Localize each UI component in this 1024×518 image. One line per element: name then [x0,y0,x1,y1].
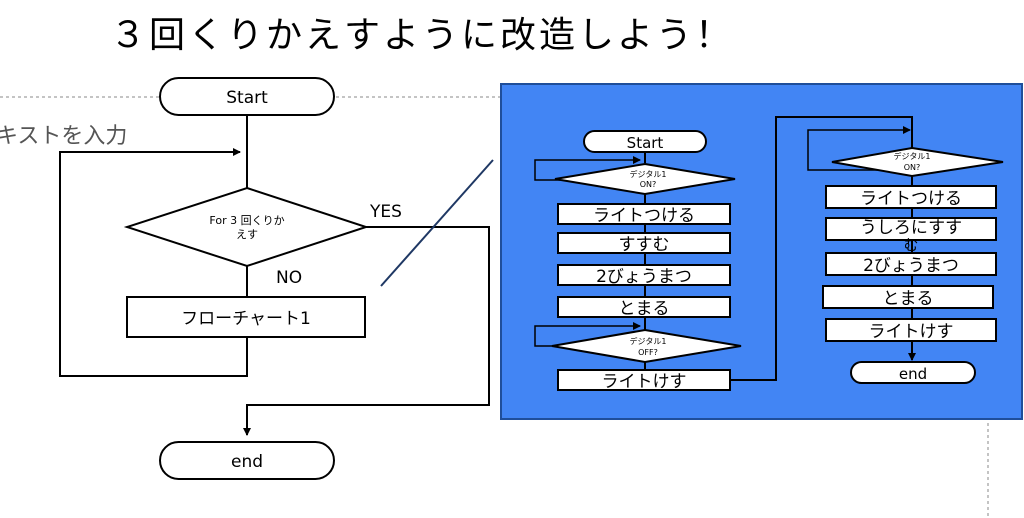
inset-col2-step-wait [825,252,997,276]
slide-title: ３回くりかえすように改造しよう！ [110,15,735,56]
inset-col2-step-light-on [825,185,997,209]
placeholder-text[interactable]: キストを入力 [0,124,128,149]
inset-panel: Start デジタル1 ON? ライトつける すすむ 2びょうまつ とまる デジ… [500,83,1023,420]
inset-col2-cond-line-1: デジタル1 [894,151,931,161]
inset-col2-end-label: end [899,365,927,383]
inset-col2-step-2-label: うしろにすす [860,218,962,238]
inset-col2-step-2-overflow: む [903,236,918,254]
end-label: end [231,452,263,472]
connector-line [380,159,494,287]
inset-step-4-label: とまる [619,299,670,319]
inset-step-1-label: ライトつける [593,206,695,226]
process-label: フローチャート1 [181,309,311,329]
inset-col2-step-5-label: ライトけす [869,322,954,342]
loop-condition-diamond [123,186,370,268]
inset-start-label: Start [627,134,664,152]
end-terminal [159,441,335,480]
inset-step-light-on [557,203,731,225]
condition-line-1: For 3 回くりか [209,214,284,227]
inset-col2-step-3-label: 2びょうまつ [863,256,959,276]
inset-col2-step-4-label: とまる [883,289,934,309]
inset-col2-end-terminal [850,361,976,384]
left-flowchart: Start For 3 回くりか えす YES NO フローチャート1 end [59,77,490,480]
inset-step-5-label: ライトけす [602,372,687,392]
inset-cond1-line-1: デジタル1 [630,169,667,179]
inset-cond2-line-1: デジタル1 [630,336,667,346]
yes-label: YES [369,202,402,222]
inset-cond1-line-2: ON? [640,180,657,189]
inset-cond2-line-2: OFF? [638,348,658,357]
start-label: Start [226,88,268,108]
condition-line-2: えす [236,228,258,241]
inset-step-3-label: 2びょうまつ [596,267,692,287]
inset-col2-step-stop [822,285,994,309]
inset-step-wait [557,264,731,286]
inset-col2-step-1-label: ライトつける [860,189,962,209]
inset-step-stop [557,296,731,318]
inset-column-2: デジタル1 ON? ライトつける うしろにすす む 2びょうまつ とまる ライト… [807,126,1004,384]
inset-col2-cond-line-2: ON? [904,163,921,172]
inset-col2-step-backward [825,217,997,241]
no-label: NO [276,268,302,288]
inset-step-2-label: すすむ [619,235,670,255]
inset-col2-step-light-off [825,318,997,342]
inset-column-1: Start デジタル1 ON? ライトつける すすむ 2びょうまつ とまる デジ… [534,130,742,392]
inset-step-forward [557,232,731,254]
